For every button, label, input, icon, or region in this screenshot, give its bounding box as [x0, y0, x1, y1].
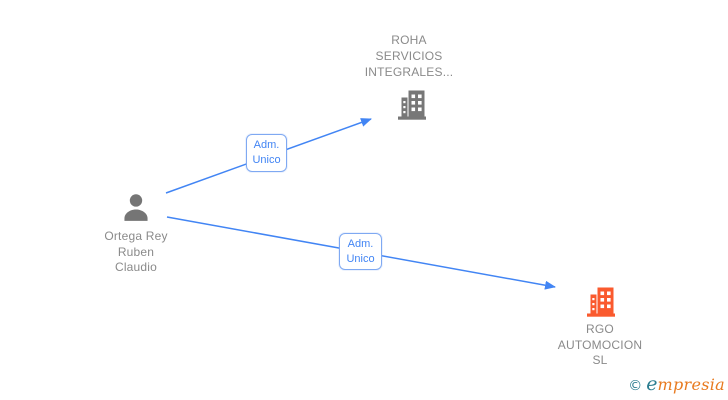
company-name-line: RGO: [586, 322, 614, 336]
edge-label-line: Adm.: [253, 139, 280, 151]
copyright-icon: ©: [628, 378, 643, 394]
company-rgo-name-label[interactable]: RGO AUTOMOCION SL: [538, 322, 662, 369]
person-name-line: Ortega Rey: [104, 229, 168, 243]
edge-label-line: Unico: [346, 252, 375, 265]
company-name-line: SL: [592, 353, 608, 367]
edge-label-line: Adm.: [347, 237, 374, 250]
edge-label-adm-unico-bottom: Adm. Unico: [339, 233, 382, 270]
brand-name: mpresia: [657, 375, 725, 394]
building-icon[interactable]: [584, 284, 618, 323]
company-name-line: AUTOMOCION: [557, 337, 643, 352]
person-name-line: Claudio: [114, 260, 158, 274]
company-name-line: SERVICIOS: [375, 49, 443, 63]
person-name-label[interactable]: Ortega Rey Ruben Claudio: [68, 229, 204, 276]
edge-label-adm-unico-top: Adm. Unico: [246, 134, 287, 172]
empresia-logo[interactable]: © e mpresia: [628, 373, 725, 395]
company-name-line: INTEGRALES...: [364, 65, 454, 79]
building-icon[interactable]: [395, 87, 429, 126]
edge-label-line: Unico: [252, 154, 281, 166]
brand-initial: e: [646, 373, 658, 395]
person-icon[interactable]: [117, 190, 155, 233]
company-roha-name-label[interactable]: ROHA SERVICIOS INTEGRALES...: [334, 32, 484, 80]
person-name-line: Ruben: [117, 244, 155, 259]
company-name-line: ROHA: [391, 33, 427, 47]
